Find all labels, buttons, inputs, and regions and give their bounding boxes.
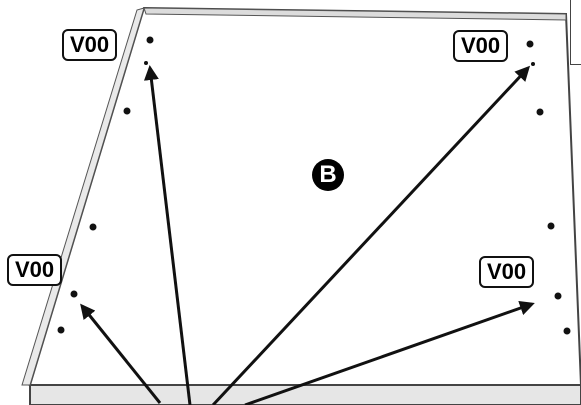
hole bbox=[123, 107, 131, 115]
hole bbox=[70, 290, 78, 298]
arrow-to-top-right bbox=[211, 65, 531, 405]
callout-bottom-left: V00 bbox=[7, 254, 63, 286]
hole bbox=[531, 62, 535, 66]
hole bbox=[554, 292, 562, 300]
arrow-to-bottom-right bbox=[244, 300, 535, 405]
hole bbox=[526, 40, 534, 48]
hole bbox=[57, 326, 65, 334]
callout-bottom-right: V00 bbox=[479, 256, 535, 288]
panel-front-edge bbox=[29, 384, 581, 405]
corner-frame bbox=[570, 0, 581, 65]
panel-back-edge bbox=[143, 7, 567, 21]
arrow-to-top-left bbox=[143, 65, 192, 405]
callout-top-right: V00 bbox=[453, 30, 509, 62]
hole bbox=[144, 61, 148, 65]
hole bbox=[146, 36, 154, 44]
panel-face bbox=[28, 6, 581, 386]
panel-left-edge bbox=[21, 7, 145, 386]
part-letter-badge: B bbox=[312, 159, 344, 191]
arrow-to-bottom-left bbox=[80, 303, 162, 404]
hole bbox=[536, 108, 544, 116]
hole bbox=[547, 222, 555, 230]
hole bbox=[563, 327, 571, 335]
hole bbox=[89, 223, 97, 231]
callout-top-left: V00 bbox=[62, 29, 118, 61]
